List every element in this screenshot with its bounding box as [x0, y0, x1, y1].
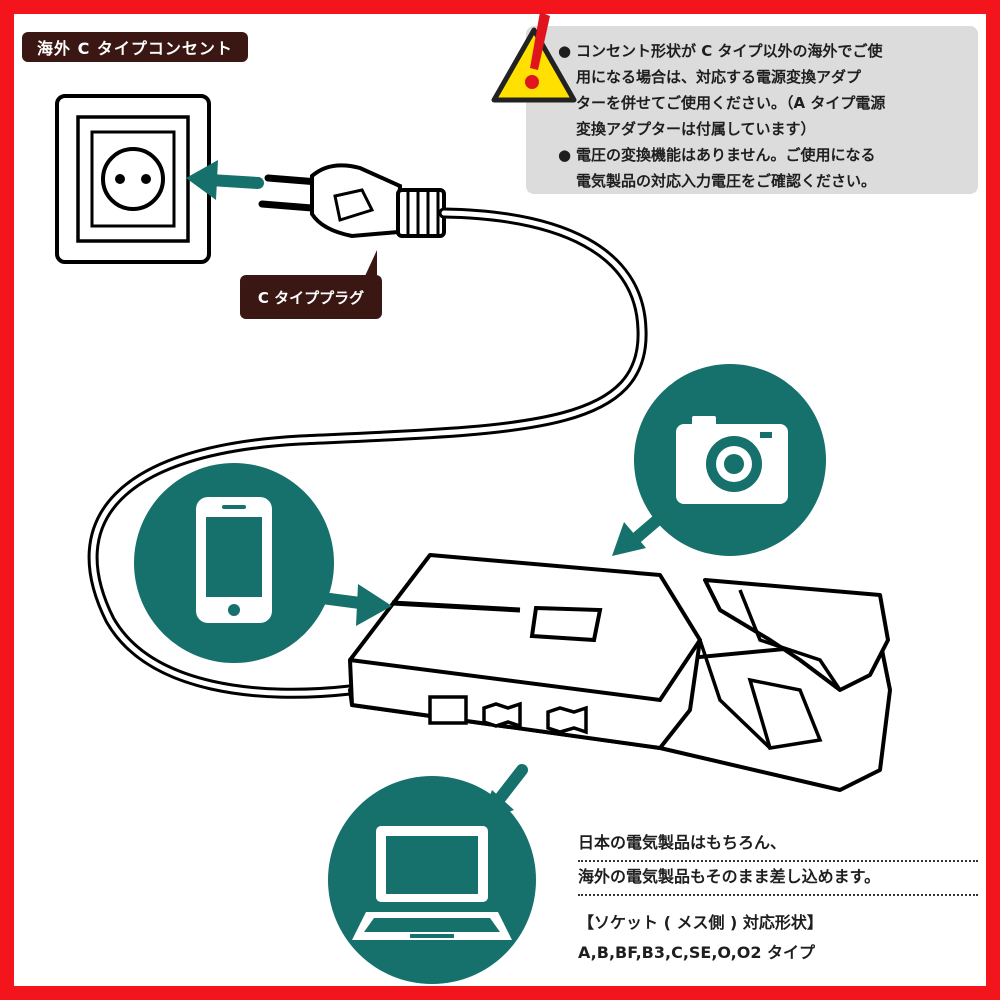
plug-label: C タイププラグ [240, 275, 382, 319]
laptop-icon [328, 776, 536, 984]
arrow-to-outlet [186, 160, 264, 200]
warning-icon [491, 12, 577, 103]
plug-label-pointer [365, 250, 377, 276]
notice-line: 用になる場合は、対応する電源変換アダプ [576, 68, 862, 86]
arrow-from-camera [612, 510, 668, 556]
notice-line: ●コンセント形状が C タイプ以外の海外でご使 [558, 38, 960, 64]
caption: 日本の電気製品はもちろん、 海外の電気製品もそのまま差し込めます。 【ソケット … [578, 828, 978, 968]
page-title: 海外 C タイプコンセント [22, 32, 248, 62]
arrow-to-laptop [480, 764, 528, 822]
arrow-from-phone [316, 584, 392, 626]
notice-box: ●コンセント形状が C タイプ以外の海外でご使 用になる場合は、対応する電源変換… [526, 26, 978, 194]
notice-line: 変換アダプターは付属しています） [576, 120, 816, 138]
wall-outlet-icon [55, 94, 211, 264]
notice-line: ●電圧の変換機能はありません。ご使用になる [558, 142, 960, 168]
smartphone-icon [134, 463, 334, 663]
c-type-plug [258, 163, 446, 239]
camera-icon [634, 364, 826, 556]
notice-bullet: ● [558, 146, 572, 164]
socket-heading: 【ソケット ( メス側 ) 対応形状】 [578, 913, 823, 932]
notice-line: 電気製品の対応入力電圧をご確認ください。 [576, 172, 877, 190]
notice-line: ターを併せてご使用ください。（A タイプ電源 [576, 94, 886, 112]
caption-line1: 日本の電気製品はもちろん、 [578, 828, 978, 862]
caption-line2: 海外の電気製品もそのまま差し込めます。 [578, 862, 978, 896]
notice-bullet: ● [558, 42, 572, 60]
power-strip [348, 553, 892, 792]
socket-types: A,B,BF,B3,C,SE,O,O2 タイプ [578, 943, 816, 962]
